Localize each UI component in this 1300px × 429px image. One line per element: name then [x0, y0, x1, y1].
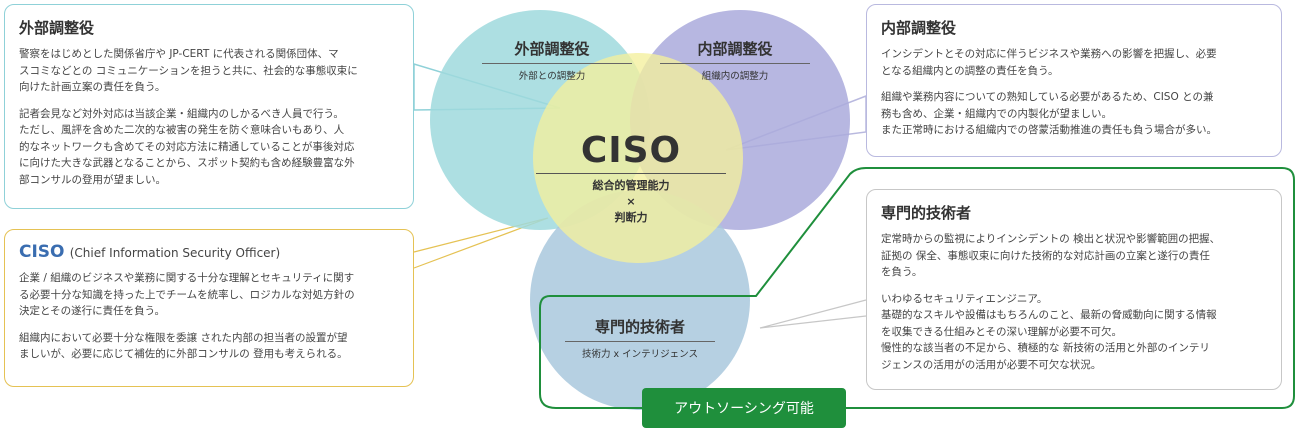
venn-external-sub: 外部との調整力 [518, 71, 586, 82]
tech-paragraph-2: いわゆるセキュリティエンジニア。 基礎的なスキルや設備はもちろんのこと、最新の脅… [881, 292, 1217, 371]
venn-ciso-line3: 判断力 [614, 211, 648, 224]
venn-ciso-divider [536, 173, 726, 174]
outsourcing-badge: アウトソーシング可能 [642, 388, 846, 428]
venn-ciso-line2: × [626, 195, 636, 208]
venn-tech-divider [565, 341, 715, 342]
venn-label-ciso: CISO 総合的管理能力 × 判断力 [536, 130, 726, 226]
venn-circle-ciso [533, 53, 743, 263]
internal-paragraph-2: 組織や業務内容についての熟知している必要があるため、CISO との兼 務も含め、… [881, 91, 1217, 136]
internal-title: 内部調整役 [881, 19, 957, 37]
venn-label-tech: 専門的技術者 技術力 x インテリジェンス [560, 316, 720, 360]
venn-internal-title: 内部調整役 [697, 40, 773, 58]
venn-external-title: 外部調整役 [514, 40, 590, 58]
venn-label-external: 外部調整役 外部との調整力 [482, 38, 632, 82]
ciso-paragraph-1: 企業 / 組織のビジネスや業務に関する十分な理解とセキュリティに関す る必要十分… [19, 272, 355, 317]
ciso-acronym: CISO [19, 242, 65, 262]
external-title: 外部調整役 [19, 19, 95, 37]
internal-coordinator-box: 内部調整役 インシデントとその対応に伴うビジネスや業務への影響を把握し、必要 と… [866, 4, 1282, 157]
venn-label-internal: 内部調整役 組織内の調整力 [660, 38, 810, 82]
outsourcing-outline [539, 167, 1295, 409]
ciso-heading: CISO (Chief Information Security Officer… [19, 242, 399, 262]
ciso-paragraph-2: 組織内において必要十分な権限を委譲 された内部の担当者の設置が望 ましいが、必要… [19, 331, 348, 361]
technical-expert-box: 専門的技術者 定常時からの監視によりインシデントの 検出と状況や影響範囲の把握、… [866, 189, 1282, 390]
venn-ciso-line1: 総合的管理能力 [592, 179, 670, 192]
connector-tech [759, 299, 867, 329]
internal-paragraph-1: インシデントとその対応に伴うビジネスや業務への影響を把握し、必要 となる組織内と… [881, 48, 1217, 77]
ciso-box: CISO (Chief Information Security Officer… [4, 229, 414, 387]
tech-title: 専門的技術者 [881, 204, 972, 222]
venn-internal-divider [660, 63, 810, 64]
venn-external-divider [482, 63, 632, 64]
venn-internal-sub: 組織内の調整力 [701, 71, 769, 82]
external-paragraph-1: 警察をはじめとした関係省庁や JP-CERT に代表される関係団体、マ スコミな… [19, 48, 358, 93]
venn-tech-title: 専門的技術者 [594, 318, 685, 336]
external-coordinator-box: 外部調整役 警察をはじめとした関係省庁や JP-CERT に代表される関係団体、… [4, 4, 414, 209]
venn-tech-sub: 技術力 x インテリジェンス [582, 349, 698, 360]
tech-paragraph-1: 定常時からの監視によりインシデントの 検出と状況や影響範囲の把握、 証拠の 保全… [881, 233, 1221, 278]
ciso-fullname: (Chief Information Security Officer) [69, 246, 281, 260]
external-paragraph-2: 記者会見など対外対応は当該企業・組織内のしかるべき人員で行う。 ただし、風評を含… [19, 107, 355, 186]
venn-ciso-title: CISO [580, 130, 682, 171]
